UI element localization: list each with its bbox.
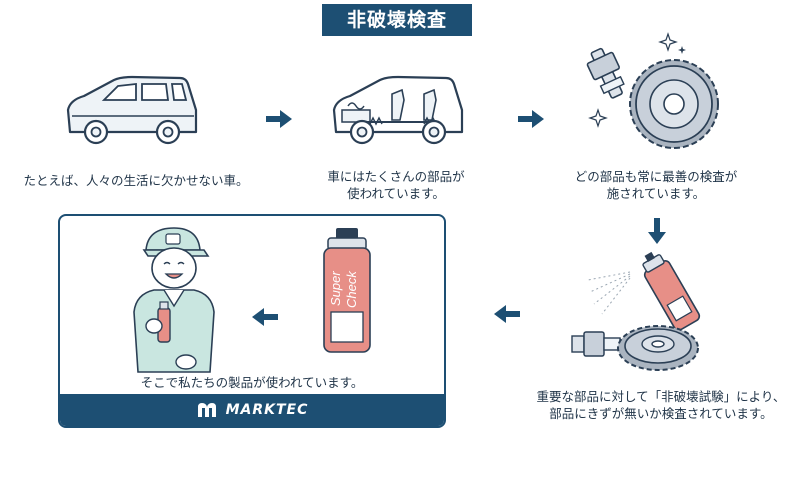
parts-caption-line2: 使われています。 <box>347 186 445 201</box>
marktec-logo-icon <box>197 403 216 417</box>
arrow-right-icon <box>518 110 544 128</box>
worker-illustration <box>133 227 215 373</box>
arrow-right-icon <box>266 110 292 128</box>
product-caption: そこで私たちの製品が使われています。 <box>140 375 364 390</box>
page-title: 非破壊検査 <box>322 4 472 36</box>
sparkle-icon <box>658 32 678 52</box>
gear-parts-illustration <box>586 32 719 149</box>
sparkle-icon <box>588 108 608 128</box>
arrow-down-icon <box>648 218 666 244</box>
ndt-caption-line1: 重要な部品に対して「非破壊試験」により、 <box>536 389 786 404</box>
car-illustration <box>66 75 198 145</box>
arrow-left-icon <box>494 305 520 323</box>
can-label-check: Check <box>344 270 359 308</box>
brand-name: MARKTEC <box>225 402 309 418</box>
brand-footer: MARKTEC <box>60 394 444 426</box>
product-panel: Super Check そこで私たちの製品が使われています。 MARKTEC <box>58 214 446 428</box>
spray-can-product: Super Check <box>323 228 371 353</box>
inspection-caption-line2: 施されています。 <box>606 186 706 201</box>
sparkle-icon <box>678 46 686 54</box>
can-label-super: Super <box>328 271 343 306</box>
car-cutaway-illustration <box>332 75 464 145</box>
ndt-caption-line2: 部品にきずが無いか検査されています。 <box>549 406 773 421</box>
car-caption: たとえば、人々の生活に欠かせない車。 <box>23 173 249 188</box>
arrow-left-icon <box>252 308 278 326</box>
spray-inspection-illustration <box>571 251 701 371</box>
parts-caption-line1: 車にはたくさんの部品が <box>327 169 465 184</box>
inspection-caption-line1: どの部品も常に最善の検査が <box>574 169 738 184</box>
